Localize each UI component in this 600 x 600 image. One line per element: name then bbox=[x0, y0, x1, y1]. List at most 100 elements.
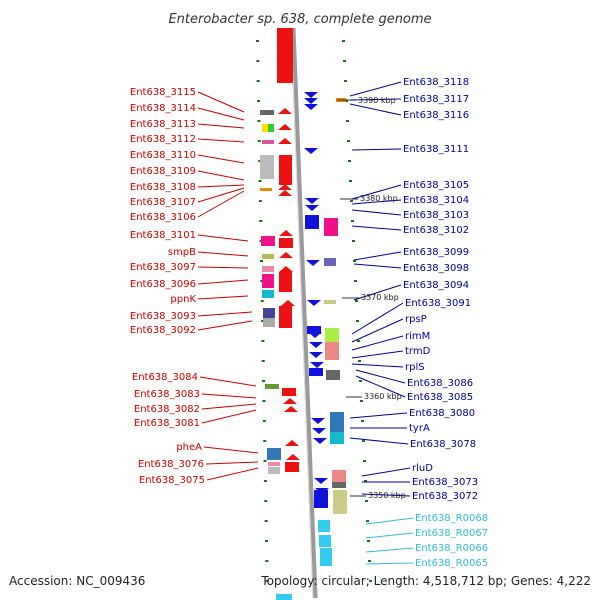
gene-label-right[interactable]: rpsP bbox=[405, 314, 427, 325]
forward-arrow bbox=[283, 398, 297, 404]
gene-label-right[interactable]: Ent638_3104 bbox=[403, 195, 469, 206]
tick-mark bbox=[342, 40, 345, 42]
label-leader-right bbox=[351, 363, 404, 368]
gene-label-left[interactable]: Ent638_3101 bbox=[130, 230, 196, 241]
gene-label-right[interactable]: Ent638_3098 bbox=[403, 263, 469, 274]
label-leader-left bbox=[201, 403, 257, 410]
homology-block bbox=[326, 370, 340, 380]
homology-block bbox=[262, 290, 274, 298]
gene-label-right[interactable]: Ent638_3117 bbox=[403, 94, 469, 105]
reverse-arrow bbox=[314, 478, 328, 484]
label-leader-right bbox=[353, 251, 402, 261]
gene-label-right[interactable]: rluD bbox=[412, 463, 433, 474]
homology-block bbox=[325, 342, 339, 360]
gene-label-left[interactable]: Ent638_3114 bbox=[130, 103, 196, 114]
label-leader-right bbox=[351, 148, 402, 151]
gene-label-right[interactable]: Ent638_3086 bbox=[407, 378, 473, 389]
gene-label-left[interactable]: Ent638_3106 bbox=[130, 212, 196, 223]
label-leader-left bbox=[197, 170, 245, 181]
gene-label-left[interactable]: Ent638_3108 bbox=[130, 182, 196, 193]
gene-label-right[interactable]: rimM bbox=[405, 331, 430, 342]
reverse-arrow bbox=[312, 428, 326, 434]
tick-mark bbox=[354, 280, 357, 282]
gene-label-left[interactable]: Ent638_3115 bbox=[130, 87, 196, 98]
gene-label-right[interactable]: Ent638_3099 bbox=[403, 247, 469, 258]
reverse-gene bbox=[309, 368, 323, 376]
reverse-arrow bbox=[304, 92, 318, 98]
gene-label-left[interactable]: Ent638_3082 bbox=[134, 404, 200, 415]
rna-label[interactable]: Ent638_R0066 bbox=[415, 543, 488, 554]
homology-block bbox=[324, 218, 338, 236]
tick-mark bbox=[365, 500, 368, 502]
gene-label-left[interactable]: Ent638_3092 bbox=[130, 325, 196, 336]
rna-label[interactable]: Ent638_R0067 bbox=[415, 528, 488, 539]
gene-label-left[interactable]: Ent638_3113 bbox=[130, 119, 196, 130]
gene-label-right[interactable]: Ent638_3103 bbox=[403, 210, 469, 221]
gene-label-right[interactable]: Ent638_3078 bbox=[410, 439, 476, 450]
forward-arrow bbox=[279, 266, 293, 272]
label-leader-right bbox=[351, 199, 402, 205]
gene-label-right[interactable]: Ent638_3091 bbox=[405, 298, 471, 309]
label-leader-rna bbox=[365, 547, 414, 553]
gene-label-right[interactable]: Ent638_3118 bbox=[403, 77, 469, 88]
tick-mark bbox=[363, 460, 366, 462]
gene-label-right[interactable]: tyrA bbox=[409, 423, 430, 434]
rna-label[interactable]: Ent638_R0068 bbox=[415, 513, 488, 524]
gene-label-left[interactable]: Ent638_3081 bbox=[134, 418, 200, 429]
forward-arrow bbox=[278, 190, 292, 196]
reverse-arrow bbox=[304, 148, 318, 154]
gene-label-right[interactable]: Ent638_3111 bbox=[403, 144, 469, 155]
gene-label-right[interactable]: Ent638_3105 bbox=[403, 180, 469, 191]
gene-label-right[interactable]: Ent638_3094 bbox=[403, 280, 469, 291]
gene-label-left[interactable]: Ent638_3093 bbox=[130, 311, 196, 322]
gene-label-left[interactable]: Ent638_3076 bbox=[138, 459, 204, 470]
gene-label-right[interactable]: Ent638_3102 bbox=[403, 225, 469, 236]
gene-label-left[interactable]: Ent638_3083 bbox=[134, 389, 200, 400]
tick-mark bbox=[350, 200, 353, 202]
forward-arrow bbox=[278, 138, 292, 144]
rna-label[interactable]: Ent638_R0065 bbox=[415, 558, 488, 569]
gene-label-left[interactable]: Ent638_3110 bbox=[130, 150, 196, 161]
gene-label-right[interactable]: Ent638_3072 bbox=[412, 491, 478, 502]
gene-label-left[interactable]: pheA bbox=[176, 442, 202, 453]
label-leader-left bbox=[205, 461, 259, 465]
tick-mark bbox=[360, 400, 363, 402]
gene-features bbox=[260, 28, 347, 600]
gene-label-left[interactable]: Ent638_3096 bbox=[130, 279, 196, 290]
forward-gene bbox=[277, 28, 293, 83]
gene-label-right[interactable]: Ent638_3116 bbox=[403, 110, 469, 121]
label-leader-right bbox=[355, 375, 406, 398]
label-leader-right bbox=[355, 369, 406, 384]
forward-arrow bbox=[279, 252, 293, 258]
gene-label-left[interactable]: Ent638_3109 bbox=[130, 166, 196, 177]
rna-gene bbox=[319, 535, 331, 547]
gene-label-left[interactable]: smpB bbox=[168, 247, 196, 258]
gene-label-right[interactable]: Ent638_3080 bbox=[409, 408, 475, 419]
forward-arrow bbox=[283, 390, 297, 396]
gene-label-left[interactable]: Ent638_3075 bbox=[139, 475, 205, 486]
forward-arrow bbox=[279, 230, 293, 236]
label-leader-right bbox=[351, 302, 404, 335]
gene-label-left[interactable]: ppnK bbox=[170, 294, 196, 305]
tick-mark bbox=[262, 380, 266, 382]
reverse-arrow bbox=[304, 98, 318, 104]
tick-mark bbox=[361, 420, 364, 422]
gene-label-left[interactable]: Ent638_3097 bbox=[130, 262, 196, 273]
gene-label-right[interactable]: trmD bbox=[405, 346, 431, 357]
label-leader-right bbox=[349, 103, 402, 116]
scale-label-3390: 3390 kbp bbox=[358, 96, 396, 105]
gene-label-left[interactable]: Ent638_3107 bbox=[130, 197, 196, 208]
scale-label-3350: 3350 kbp bbox=[368, 491, 406, 500]
label-leader-left bbox=[206, 467, 259, 481]
gene-label-right[interactable]: Ent638_3073 bbox=[412, 477, 478, 488]
forward-arrow bbox=[278, 124, 292, 130]
gene-label-right[interactable]: rplS bbox=[405, 362, 425, 373]
gene-label-left[interactable]: Ent638_3084 bbox=[132, 372, 198, 383]
gene-label-left[interactable]: Ent638_3112 bbox=[130, 134, 196, 145]
gene-label-right[interactable]: Ent638_3085 bbox=[407, 392, 473, 403]
label-leader-right bbox=[349, 81, 402, 97]
homology-block bbox=[324, 300, 336, 304]
tick-mark bbox=[366, 520, 369, 522]
tick-mark bbox=[263, 460, 267, 462]
